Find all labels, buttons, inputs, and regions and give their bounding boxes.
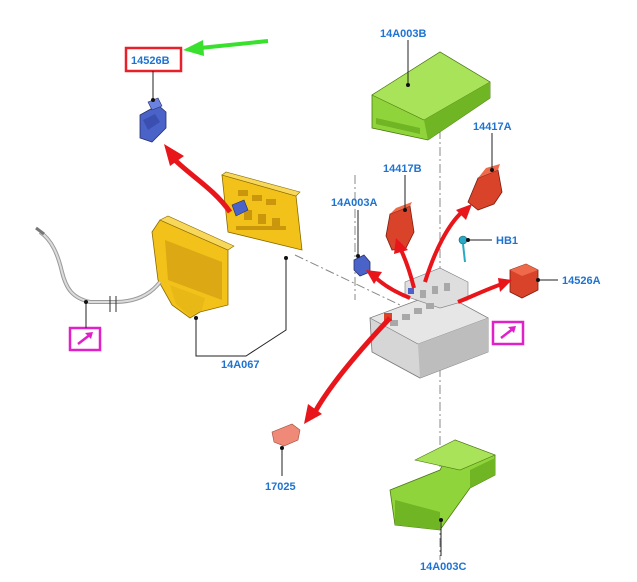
fuse-17025[interactable] bbox=[271, 423, 301, 447]
pin-HB1[interactable] bbox=[458, 235, 468, 263]
bottom-tray-14A003C[interactable] bbox=[389, 439, 496, 531]
top-cover-14A003B[interactable] bbox=[371, 51, 491, 141]
label-14A003C[interactable]: 14A003C bbox=[420, 561, 467, 573]
relay-14526A[interactable] bbox=[509, 263, 539, 299]
fuse-housing-14A067[interactable] bbox=[151, 215, 235, 319]
relay-14A003A[interactable] bbox=[353, 254, 371, 277]
link-arrow-icon[interactable] bbox=[491, 320, 525, 346]
wire-harness bbox=[35, 226, 162, 312]
callout-arrows bbox=[164, 144, 512, 424]
fuse-panel-14A067[interactable] bbox=[221, 171, 303, 251]
relay-14417B[interactable] bbox=[385, 202, 415, 251]
label-14526B[interactable]: 14526B bbox=[131, 55, 170, 67]
label-14417A[interactable]: 14417A bbox=[473, 121, 512, 133]
label-14A067[interactable]: 14A067 bbox=[221, 359, 260, 371]
fuse-box-body[interactable] bbox=[369, 267, 489, 379]
label-17025[interactable]: 17025 bbox=[265, 481, 296, 493]
label-14A003A[interactable]: 14A003A bbox=[331, 197, 378, 209]
relay-14417A[interactable] bbox=[467, 164, 503, 211]
leader-lines bbox=[84, 40, 558, 556]
label-HB1[interactable]: HB1 bbox=[496, 235, 518, 247]
part-labels: 14526B 14A003B 14417A 14417B 14A003A HB1… bbox=[131, 28, 601, 573]
pointer-arrow bbox=[183, 39, 269, 56]
label-14417B[interactable]: 14417B bbox=[383, 163, 422, 175]
relay-14526B[interactable] bbox=[139, 97, 167, 143]
label-14A003B[interactable]: 14A003B bbox=[380, 28, 427, 40]
label-14526A[interactable]: 14526A bbox=[562, 275, 601, 287]
link-arrow-icon[interactable] bbox=[68, 326, 102, 352]
